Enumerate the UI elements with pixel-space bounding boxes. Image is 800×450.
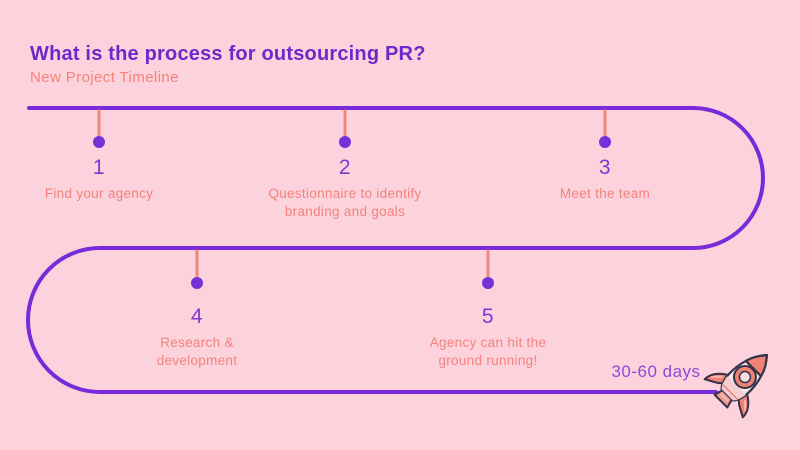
- step-label: Questionnaire to identify branding and g…: [268, 186, 422, 219]
- rocket-icon: [703, 354, 768, 419]
- page-subtitle: New Project Timeline: [30, 69, 179, 86]
- step-label: Find your agency: [44, 186, 154, 201]
- step-label: Meet the team: [559, 186, 651, 201]
- timeline-line: [26, 106, 765, 394]
- timeline-step-4: 4 Research & development: [145, 305, 250, 369]
- step-number: 4: [190, 305, 204, 328]
- timeline-step-1: 1 Find your agency: [9, 156, 189, 203]
- step-number: 5: [481, 305, 495, 328]
- step-number: 1: [92, 156, 106, 179]
- step-label: Agency can hit the ground running!: [429, 335, 547, 368]
- step-label: Research & development: [156, 335, 238, 368]
- step-number: 3: [598, 156, 612, 179]
- timeline-step-3: 3 Meet the team: [525, 156, 685, 203]
- step-number: 2: [338, 156, 352, 179]
- duration-label: 30-60 days: [611, 362, 701, 381]
- timeline-step-2: 2 Questionnaire to identify branding and…: [258, 156, 433, 220]
- timeline-step-5: 5 Agency can hit the ground running!: [421, 305, 556, 369]
- page-title: What is the process for outsourcing PR?: [30, 43, 426, 65]
